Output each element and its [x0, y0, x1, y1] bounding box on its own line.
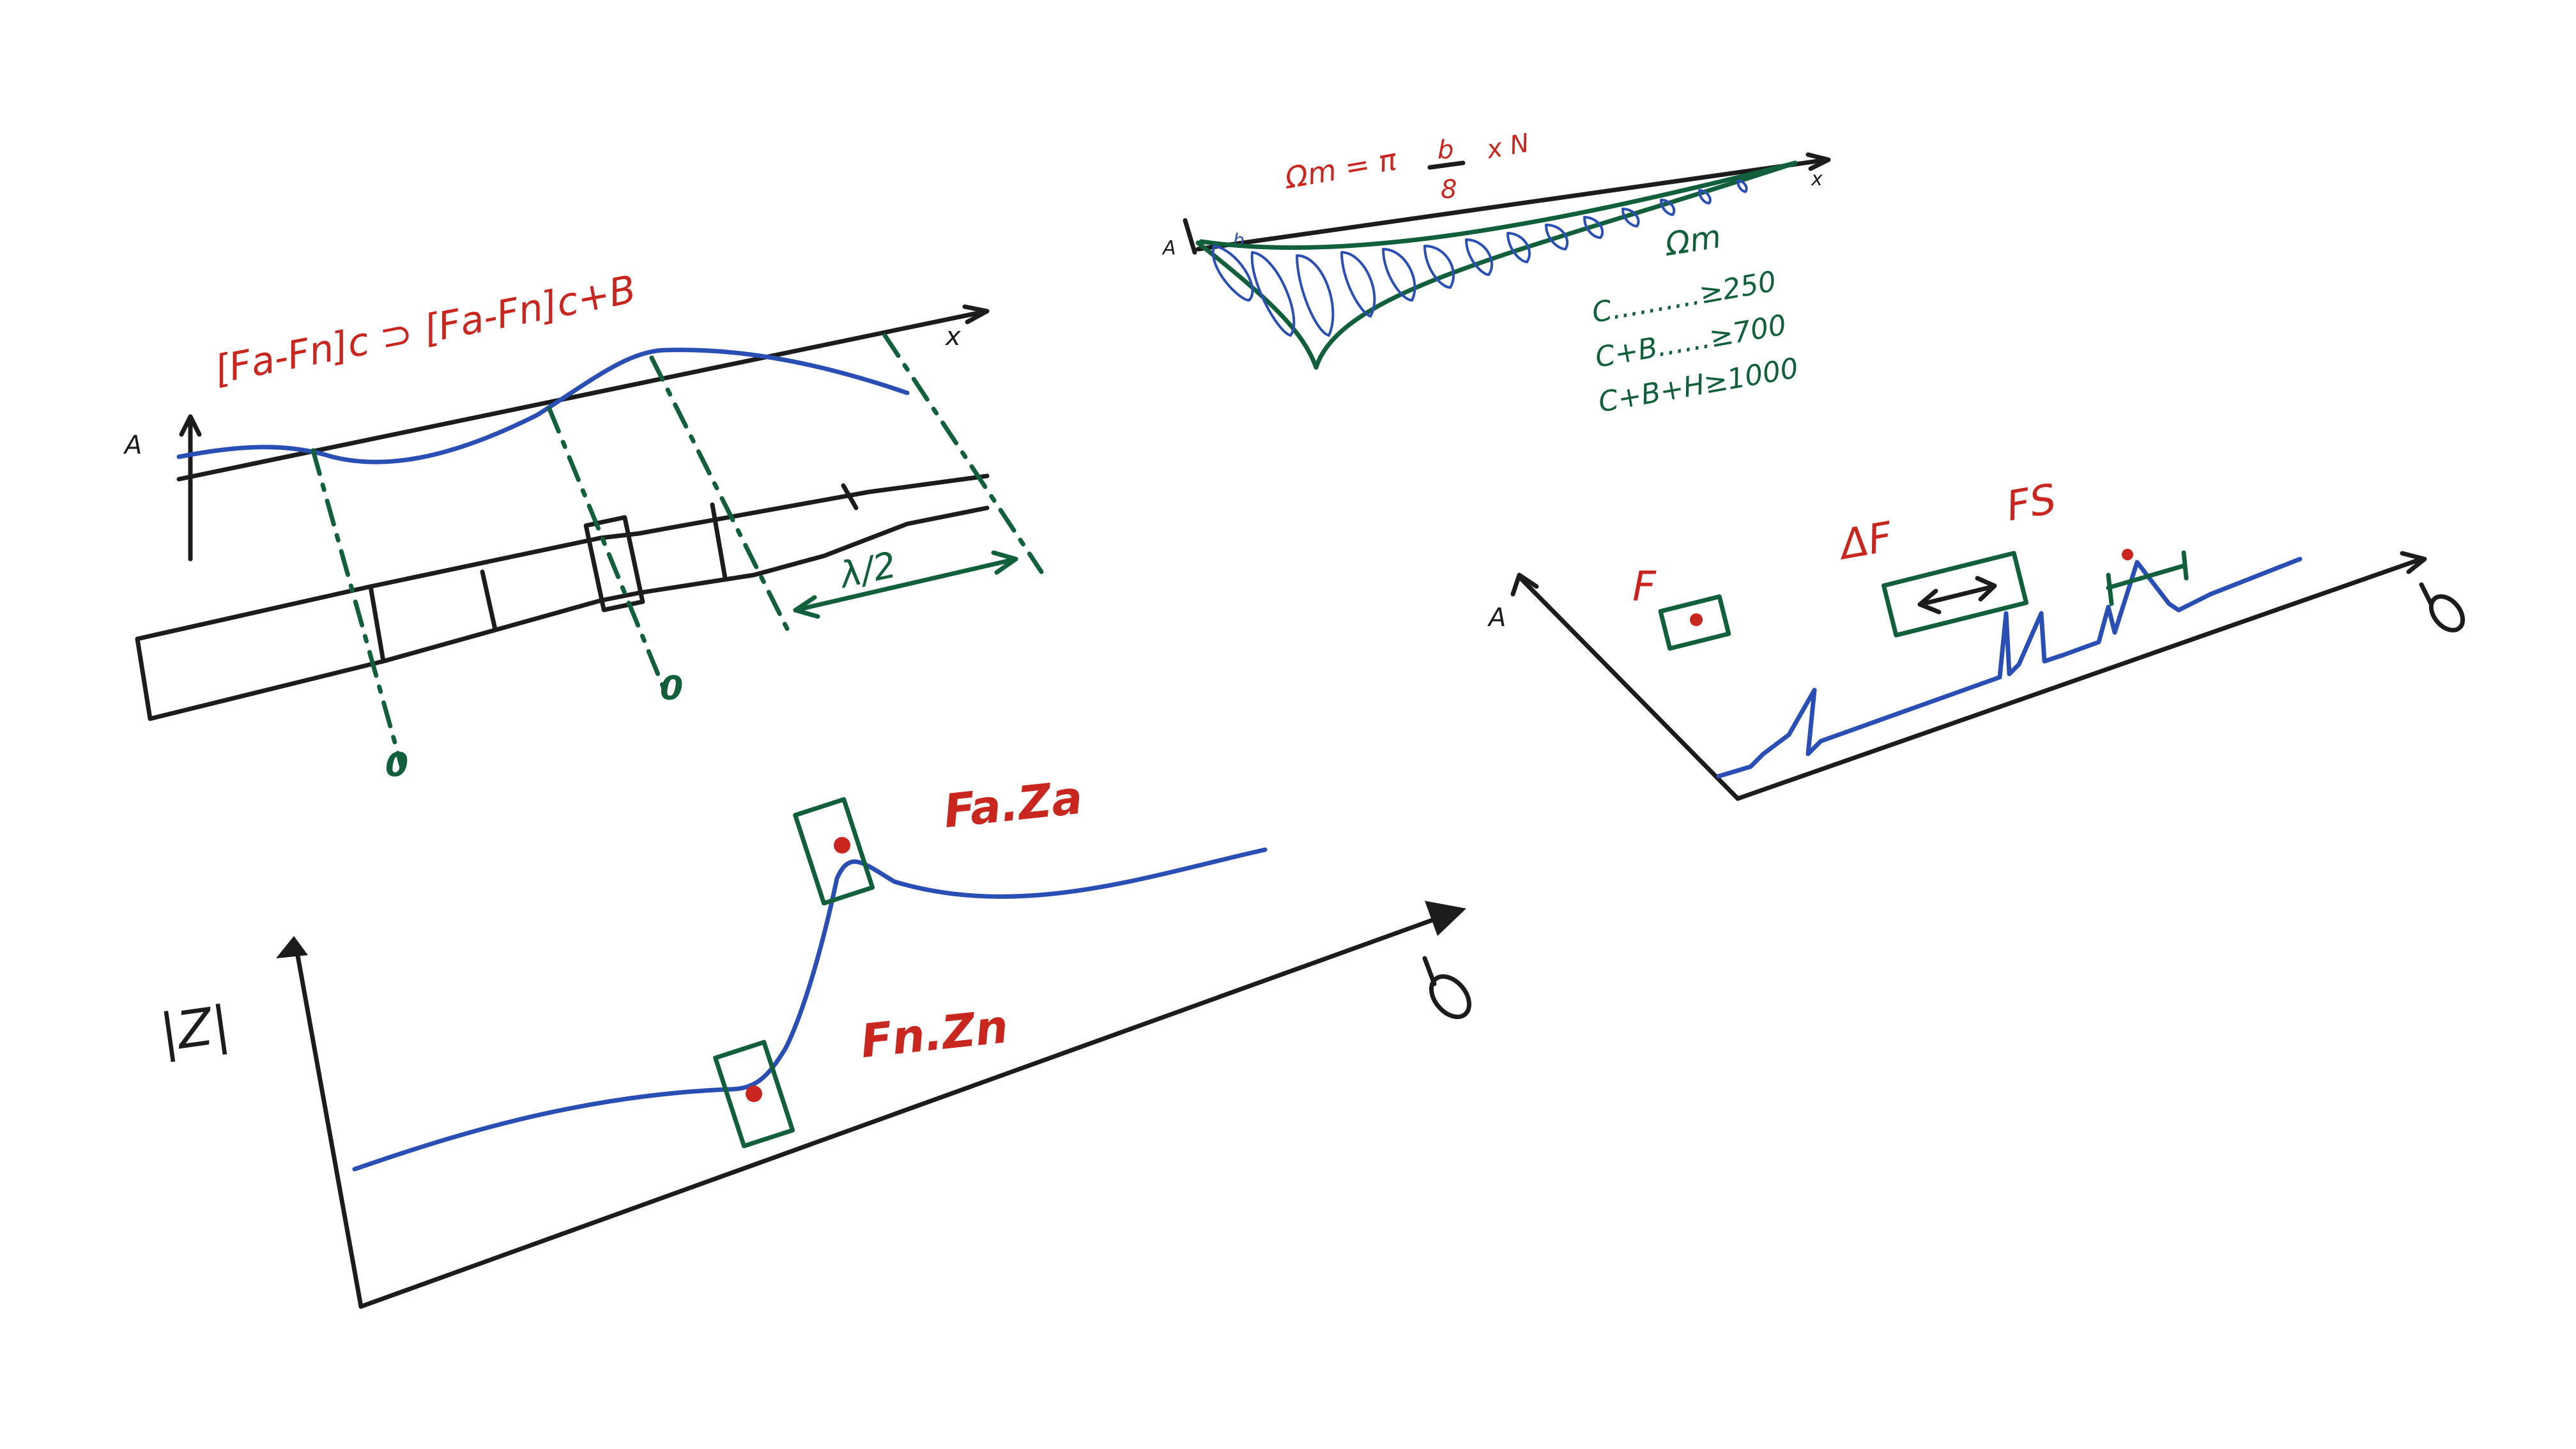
shaft-step-1 [480, 569, 498, 632]
shaft-mode-shape-curve [176, 348, 910, 464]
impedance-x-axis-arrow [1425, 901, 1466, 936]
marker-fa-dot [834, 837, 850, 854]
marker-fn-dot [746, 1085, 762, 1102]
shaft-sketch: [Fa-Fn]c ⊃ [Fa-Fn]c+B A x 0 0 λ/2 [123, 267, 1044, 785]
spectrum-marker-fs-tick-right [2181, 550, 2189, 581]
node-line-4 [882, 333, 1044, 574]
shaft-formula: [Fa-Fn]c ⊃ [Fa-Fn]c+B [211, 267, 640, 393]
spectrum-y-axis-label: A [1487, 603, 1506, 632]
node-mark-1: 0 [385, 746, 408, 785]
impedance-x-axis [358, 911, 1453, 1309]
shaft-step-3 [710, 502, 728, 581]
node-line-3 [649, 355, 795, 641]
spectrum-marker-fs-tick-left [2106, 572, 2114, 606]
impedance-x-axis-label-stem [1422, 956, 1437, 986]
impedance-y-axis [295, 949, 364, 1309]
impedance-sketch: |Z| f Fa.Za Fn.Zn [157, 770, 1472, 1309]
marker-fn-label: Fn.Zn [858, 999, 1011, 1068]
spectrum-marker-f-dot [1690, 613, 1703, 626]
span-arrow-left [793, 595, 820, 619]
spectrum-sketch: A f F ΔF FS [1487, 475, 2467, 801]
spectrum-x-axis-label-stem [2419, 582, 2434, 606]
envelope-x-axis-label: x [1811, 168, 1823, 190]
envelope-lower-left [1195, 240, 1319, 370]
impedance-x-axis-label-glyph [1429, 974, 1472, 1020]
shaft-y-axis-arrow [179, 414, 202, 437]
shaft-bearing [583, 515, 645, 613]
spectrum-marker-fs-bar [2106, 563, 2188, 590]
spectrum-marker-fs-dot [2122, 549, 2133, 560]
impedance-curve [352, 847, 1268, 1172]
impedance-x-axis-label: f [1469, 1022, 1470, 1023]
shaft-step-2 [841, 483, 859, 510]
envelope-formula-den: 8 [1441, 175, 1457, 204]
shaft-x-axis-arrow [962, 304, 990, 325]
marker-fa-label: Fa.Za [941, 770, 1085, 838]
spectrum-y-axis [1518, 576, 1740, 801]
spectrum-x-axis-label: f [2466, 632, 2467, 633]
node-mark-2: 0 [660, 670, 683, 708]
spectrum-trace [1716, 556, 2303, 779]
envelope-hatching [1211, 180, 1748, 337]
envelope-y-axis [1183, 218, 1197, 255]
spectrum-marker-df-arrow-right [1975, 576, 1997, 602]
spectrum-marker-df-arrow [1920, 584, 1996, 606]
envelope-table-header: Ωm [1662, 218, 1724, 263]
spectrum-marker-fs-label: FS [2003, 475, 2060, 530]
span-arrow-right [991, 550, 1018, 575]
shaft-top-edge [368, 473, 990, 589]
envelope-formula-right: x N [1483, 128, 1531, 165]
shaft-left-block [135, 584, 386, 721]
spectrum-y-axis-arrow [1510, 572, 1539, 597]
envelope-y-axis-label: A [1162, 237, 1176, 259]
spectrum-marker-df-arrow-left [1917, 588, 1942, 615]
envelope-formula-left: Ωm = π [1282, 142, 1400, 195]
node-line-1 [310, 448, 405, 772]
spectrum-marker-df-label: ΔF [1834, 514, 1896, 570]
spectrum-x-axis [1735, 556, 2424, 801]
envelope-x-axis [1195, 157, 1830, 252]
spectrum-marker-f-box [1658, 594, 1731, 651]
envelope-sketch: Ωm = π b 8 x N x A b [1162, 128, 1831, 419]
shaft-y-axis-label: A [123, 431, 142, 460]
envelope-upper [1199, 160, 1798, 250]
impedance-y-axis-arrow [276, 936, 308, 958]
marker-fa-box [793, 797, 875, 906]
node-line-2 [547, 406, 667, 693]
shaft-x-axis-label: x [944, 322, 961, 351]
envelope-formula-num: b [1438, 135, 1453, 165]
spectrum-x-axis-label-glyph [2428, 594, 2465, 632]
spectrum-marker-df-box [1881, 551, 2029, 638]
marker-fn-box [713, 1039, 795, 1149]
span-arrow-line [793, 556, 1018, 613]
envelope-x-axis-arrow [1805, 152, 1831, 171]
envelope-fraction-bar [1427, 160, 1466, 170]
spectrum-x-axis-arrow [2400, 551, 2427, 574]
envelope-lower-right [1314, 160, 1798, 370]
spectrum-marker-f-label: F [1632, 564, 1657, 611]
impedance-y-axis-label: |Z| [157, 995, 234, 1064]
